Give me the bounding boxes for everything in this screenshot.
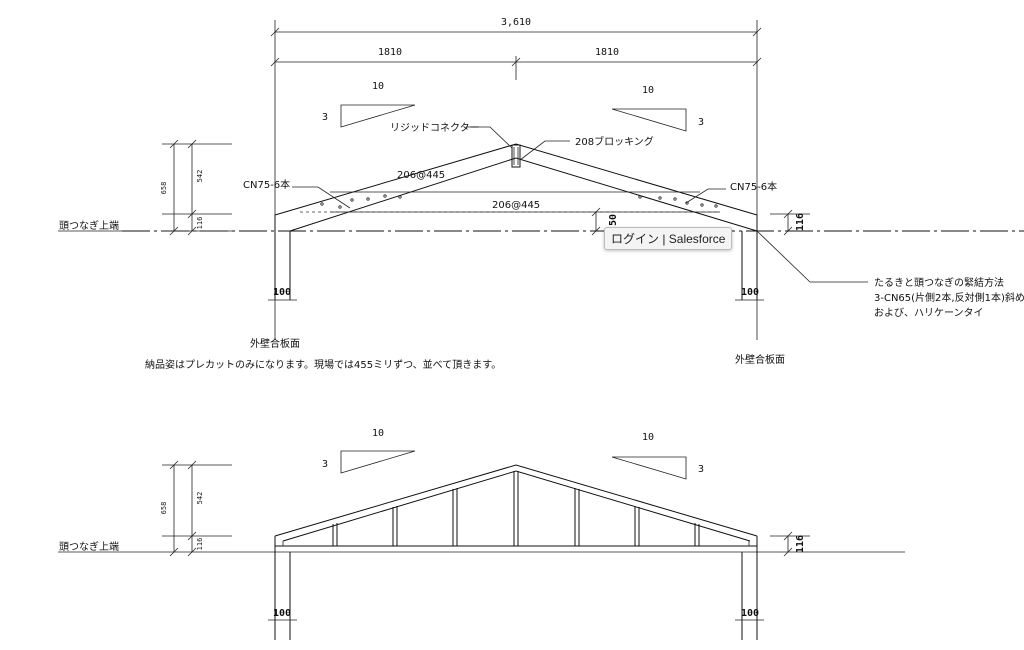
plate-label: 頭つなぎ上端 (59, 219, 119, 232)
browser-tooltip: ログイン | Salesforce (604, 227, 733, 250)
dim-right-116-bottom: 116 (795, 535, 806, 553)
pitch-triangle-left-bottom (340, 450, 416, 474)
pitch-run-right-bottom: 10 (642, 432, 654, 443)
pitch-rise-right-bottom: 3 (698, 464, 704, 475)
dim-lower-116-bottom: 116 (196, 538, 204, 551)
span-dimensions (270, 20, 762, 340)
walls-bottom (268, 552, 764, 640)
sheathing-left-label: 外壁合板面 (250, 337, 300, 350)
fix-note-line-3: および、ハリケーンタイ (874, 307, 984, 319)
fix-note-line-1: たるきと頭つなぎの緊結方法 (874, 276, 1004, 289)
delivery-note: 納品姿はプレカットのみになります。現場では455ミリずつ、並べて頂きます。 (145, 358, 501, 371)
wall-left-100-bottom: 100 (273, 608, 291, 619)
fix-note-line-2: 3-CN65(片側2本,反対側1本)斜め (874, 291, 1024, 304)
wall-right-100-bottom: 100 (741, 608, 759, 619)
nail-right-leader (685, 188, 726, 204)
pitch-rise-left-bottom: 3 (322, 459, 328, 470)
wall-right-100: 100 (741, 287, 759, 298)
blocking-label: 208ブロッキング (575, 135, 654, 148)
right-span-label: 1810 (595, 47, 619, 58)
rigid-connector-label: リジッドコネクター (390, 122, 480, 134)
height-dimension-left (162, 139, 232, 236)
height-dimension-left-bottom (162, 460, 232, 557)
nail-left-leader (292, 186, 351, 209)
rafters (274, 143, 758, 232)
height-dimension-right-bottom (770, 531, 810, 557)
nail-marks-left (320, 194, 402, 209)
sheathing-right-label: 外壁合板面 (735, 353, 785, 366)
rafter-label: 206@445 (397, 170, 445, 181)
pitch-triangle-left (340, 104, 416, 128)
wall-left-100: 100 (273, 287, 291, 298)
pitch-rise-left: 3 (322, 112, 328, 123)
pitch-triangle-right (611, 108, 687, 132)
overall-span-label: 3,610 (501, 17, 531, 28)
dim-upper-542-bottom: 542 (196, 492, 204, 505)
pitch-run-left-bottom: 10 (372, 428, 384, 439)
dim-50: 50 (608, 214, 619, 226)
dim-lower-116: 116 (196, 217, 204, 230)
left-span-label: 1810 (378, 47, 402, 58)
connector-leader (466, 126, 513, 149)
tie-label: 206@445 (492, 200, 540, 211)
ridge-blocking (511, 144, 521, 168)
nail-right-label: CN75-6本 (730, 180, 777, 193)
dim-upper-542: 542 (196, 170, 204, 183)
fix-note-leader (756, 230, 868, 283)
dim-right-116: 116 (795, 213, 806, 231)
plate-label-bottom: 頭つなぎ上端 (59, 540, 119, 553)
pitch-run-left: 10 (372, 81, 384, 92)
dim-total-658-bottom: 658 (160, 502, 168, 515)
gable-truss (274, 464, 758, 552)
nail-marks-right (638, 195, 718, 208)
height-dimension-right (770, 209, 810, 236)
blocking-leader (519, 140, 570, 161)
dim-50-marker (591, 207, 601, 236)
pitch-triangle-right-bottom (611, 456, 687, 480)
pitch-rise-right: 3 (698, 117, 704, 128)
nail-left-label: CN75-6本 (243, 178, 290, 191)
dim-total-658: 658 (160, 182, 168, 195)
pitch-run-right: 10 (642, 85, 654, 96)
walls-top (268, 231, 764, 301)
